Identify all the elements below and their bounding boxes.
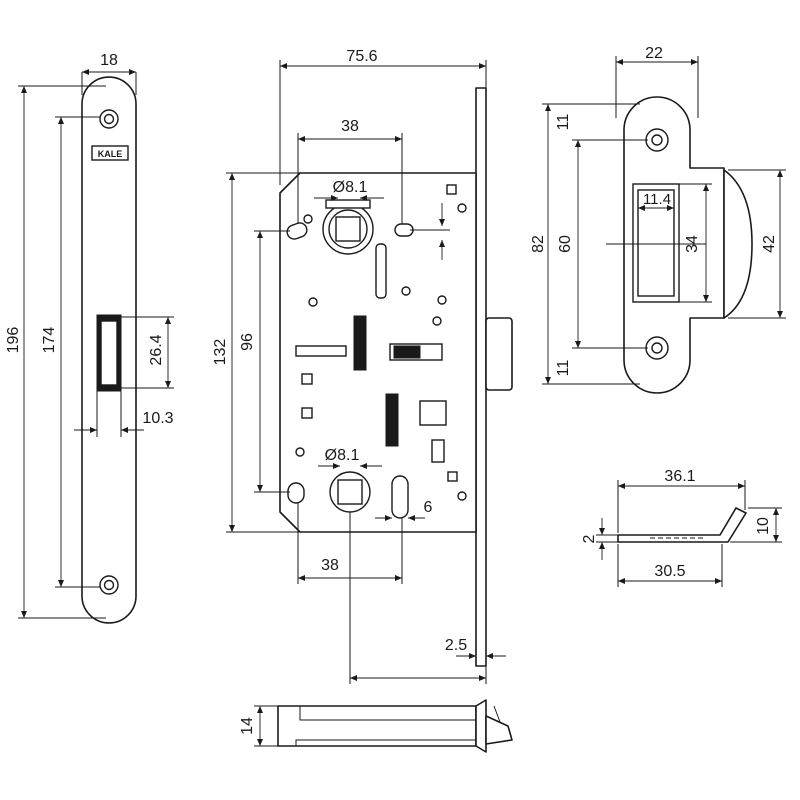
strike-side-view: 36.1 30.5 2 10	[581, 468, 782, 587]
strike-lip-height-label: 42	[761, 235, 778, 253]
spindle-diameter-bottom-label: Ø8.1	[325, 447, 360, 464]
spindle-offset-bottom-label: 38	[321, 557, 339, 574]
lock-top-view: 14	[239, 699, 513, 753]
strike-width-label: 22	[645, 45, 663, 62]
strike-top-screw-hole	[645, 128, 669, 152]
latch-bolt	[485, 317, 513, 391]
upper-spindle-hub	[322, 199, 374, 255]
spindle-diameter-top-label: Ø8.1	[333, 179, 368, 196]
faceplate-top-screw-hole	[99, 109, 119, 129]
faceplate-bottom-screw-hole	[99, 575, 119, 595]
handle-to-cylinder-label: 96	[239, 333, 256, 351]
lower-left-slot	[287, 482, 305, 504]
faceplate-view: KALE 18 196 174 26.4 10.3	[5, 52, 174, 624]
internal-mechanism	[295, 184, 467, 501]
lock-body-view: 75.6 38 Ø8.1 132 96 Ø8.1 6 38	[212, 48, 513, 684]
strike-edge-bottom-label: 11	[555, 360, 572, 377]
strike-side-length-label: 36.1	[664, 468, 695, 485]
lower-right-slot	[391, 475, 409, 519]
strike-hole-spacing-label: 60	[557, 235, 574, 253]
strike-plate-view: 22 82 60 11 11 11.4 34 42	[530, 45, 786, 394]
upper-left-slot	[286, 222, 308, 240]
lock-height-label: 132	[212, 339, 229, 366]
strike-side-flat-label: 30.5	[654, 563, 685, 580]
faceplate-width-label: 18	[100, 52, 118, 69]
brand-logo-text: KALE	[98, 149, 123, 159]
latch-slot	[96, 314, 122, 392]
strike-height-label: 82	[530, 235, 547, 253]
brand-logo: KALE	[91, 145, 129, 161]
faceplate-height-label: 196	[5, 327, 22, 354]
strike-opening-width-label: 11.4	[643, 191, 671, 208]
strike-side-profile	[617, 507, 747, 543]
spindle-offset-top-label: 38	[341, 118, 359, 135]
strike-lip	[723, 169, 753, 319]
latch-slot-offset-label: 10.3	[142, 410, 173, 427]
strike-side-thickness-label: 2	[581, 534, 598, 543]
lock-width-label: 75.6	[346, 48, 377, 65]
latch-slot-height-label: 26.4	[148, 334, 165, 365]
strike-bottom-screw-hole	[645, 336, 669, 360]
faceplate-thickness-label: 2.5	[445, 637, 467, 654]
lower-spindle-hub	[329, 471, 371, 513]
strike-side-lip-label: 10	[755, 517, 772, 535]
slot-width-label: 6	[424, 499, 433, 516]
front-plate	[475, 87, 487, 667]
lock-depth-label: 14	[239, 717, 256, 735]
strike-edge-top-label: 11	[555, 114, 572, 131]
faceplate-hole-spacing-label: 174	[41, 327, 58, 354]
